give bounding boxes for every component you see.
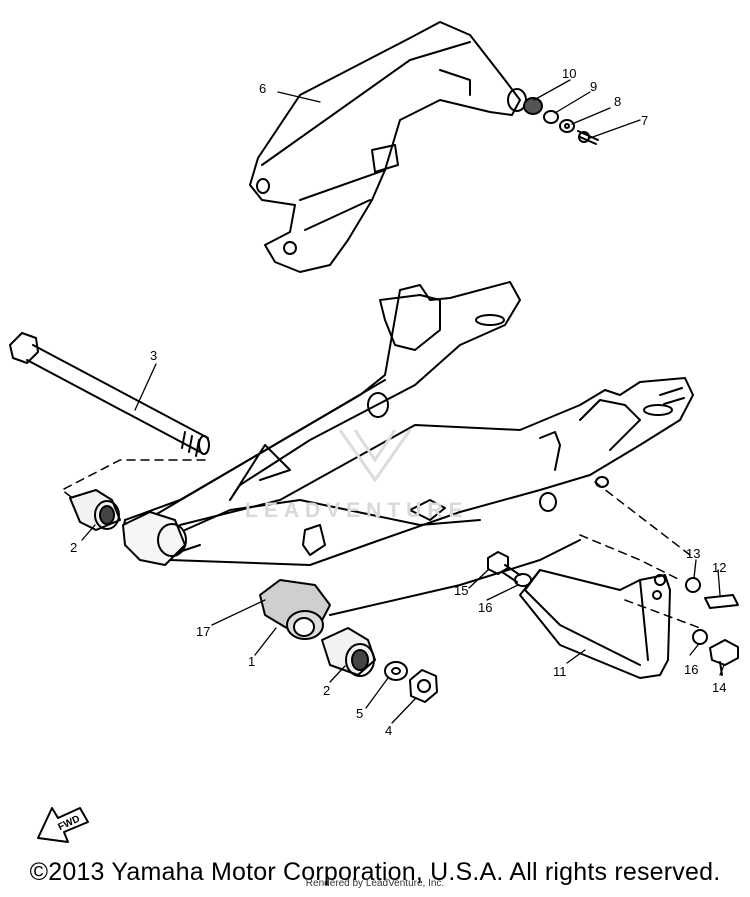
callout-7: 7 <box>641 113 648 128</box>
bolt-15 <box>487 551 532 587</box>
callout-3: 3 <box>150 348 157 363</box>
bracket-11 <box>519 569 671 679</box>
callout-1: 1 <box>248 654 255 669</box>
swing-arm-body <box>123 281 694 616</box>
callout-12: 12 <box>712 560 726 575</box>
chain-guard-part <box>249 21 527 273</box>
pivot-bushing-17 <box>259 579 331 640</box>
washer-13-bolt-12 <box>685 577 739 609</box>
watermark-text: LEADVENTURE <box>245 499 469 522</box>
copyright-notice: ©2013 Yamaha Motor Corporation, U.S.A. A… <box>29 858 721 886</box>
callout-17: 17 <box>196 624 210 639</box>
callout-2-left: 2 <box>70 540 77 555</box>
leader-lines <box>81 79 725 724</box>
callout-10: 10 <box>562 66 576 81</box>
callout-8: 8 <box>614 94 621 109</box>
callout-5: 5 <box>356 706 363 721</box>
guard-fastener-stack <box>523 97 599 145</box>
washer-16-bolt-14 <box>692 629 739 676</box>
render-credit: Rendered by LeadVenture, Inc. <box>305 878 445 889</box>
callout-15: 15 <box>454 583 468 598</box>
alignment-lines <box>61 459 701 629</box>
callout-16-right: 16 <box>684 662 698 677</box>
fwd-arrow-icon <box>37 807 89 843</box>
pivot-boss-left <box>122 511 187 566</box>
nut-4 <box>409 669 438 703</box>
callout-4: 4 <box>385 723 392 738</box>
callout-6: 6 <box>259 81 266 96</box>
callout-11: 11 <box>553 664 567 679</box>
callout-14: 14 <box>712 680 726 695</box>
callout-9: 9 <box>590 79 597 94</box>
watermark-emblem-icon <box>338 429 412 483</box>
callout-16-left: 16 <box>478 600 492 615</box>
bush-right <box>321 627 376 677</box>
callout-2-right: 2 <box>323 683 330 698</box>
washer-5 <box>384 661 408 681</box>
callout-13: 13 <box>686 546 700 561</box>
bush-left <box>69 489 121 531</box>
pivot-shaft-part <box>9 332 210 457</box>
